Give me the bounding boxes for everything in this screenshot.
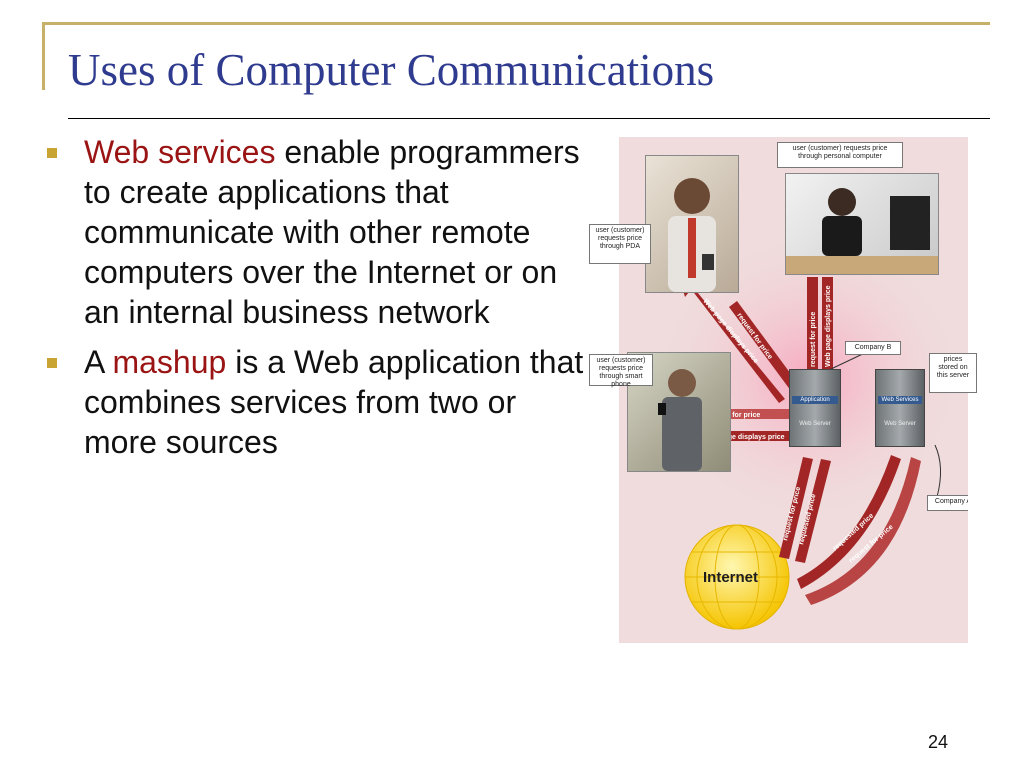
server-web-label: Web Server [799,421,831,427]
arrow-phone-display: Web page displays price [699,431,799,441]
callout-company-b: Company B [845,341,901,355]
server-webservices-label: Web Services [878,396,922,404]
callout-pda-user: user (customer) requests price through P… [589,224,651,264]
pc-user-photo [785,173,939,275]
term-web-services: Web services [84,134,276,170]
web-services-diagram: request for price Web page displays pric… [619,137,968,643]
callout-company-a: Company A [927,495,968,511]
arrow-label-display: Web page displays price [825,285,832,367]
internet-label: Internet [703,569,759,586]
company-b-server: Application Web Server [789,369,841,447]
bullet-web-services: Web services enable programmers to creat… [44,132,584,332]
internet-globe-icon [684,524,790,630]
title-rule [68,118,990,119]
callout-prices-server: prices stored on this server [929,353,977,393]
person-with-phone-icon [658,369,702,471]
pda-user-photo [645,155,739,293]
bullet-text: enable programmers to create application… [84,134,580,330]
person-at-computer-icon [786,188,938,274]
server-web-label: Web Server [884,421,916,427]
arrow-label-display: Web page displays price [703,434,785,441]
server-application-label: Application [792,396,838,404]
arrow-label-request: request for price [705,412,760,419]
frame-vertical-line [42,22,45,90]
bullet-mashup: A mashup is a Web application that combi… [44,342,584,462]
frame-horizontal-line [42,22,990,25]
arrow-pc-display: Web page displays price [822,277,833,373]
arrow-phone-request: request for price [699,409,789,419]
person-icon [668,178,716,292]
slide-title: Uses of Computer Communications [68,45,715,95]
arrow-label-request: request for price [810,312,817,367]
company-a-pointer [934,444,941,498]
bullet-prefix: A [84,344,113,380]
company-a-server: Web Services Web Server [875,369,925,447]
page-number: 24 [928,732,949,752]
bullet-text: is a Web application that combines servi… [84,344,584,460]
bullet-list: Web services enable programmers to creat… [44,132,584,472]
bullet-square-icon [47,358,57,368]
callout-pc-user: user (customer) requests price through p… [777,142,903,168]
term-mashup: mashup [112,344,227,380]
bullet-square-icon [47,148,57,158]
arrow-pc-request: request for price [807,277,818,373]
callout-phone-user: user (customer) requests price through s… [589,354,653,388]
